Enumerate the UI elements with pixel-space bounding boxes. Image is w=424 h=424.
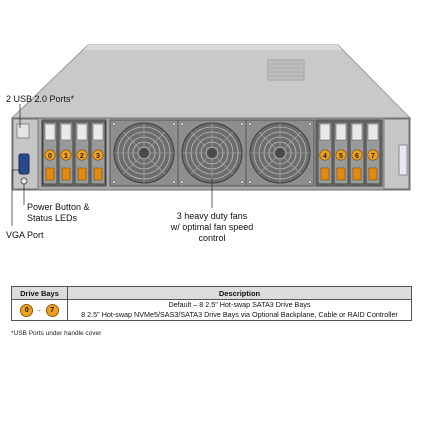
drive-release-latch[interactable] [76,123,88,141]
service-tag [398,144,408,176]
usb-footnote: *USB Ports under handle cover [11,330,102,337]
left-drive-bay[interactable]: 0 [42,121,58,185]
drive-bay-table: Drive Bays Description 0-7 Default – 8 2… [11,286,412,321]
description-line2: 8 2.5" Hot-swap NVMe5/SAS3/SATA3 Drive B… [81,310,398,319]
fans-callout: 3 heavy duty fans w/ optimal fan speed c… [162,211,262,244]
fans-callout-line3: control [198,233,226,243]
fan-hub [139,148,149,158]
bay-range-separator: - [38,305,41,315]
drive-bay-number-badge [335,149,347,161]
drive-bay-number-badge [92,149,104,161]
cooling-fan [245,119,315,187]
usb-callout: 2 USB 2.0 Ports* [6,94,75,104]
drive-bay-number: 5 [339,153,343,160]
fan-grille-spoke [143,152,166,175]
fan-mount-screw [172,122,176,126]
description-line1: Default – 8 2.5" Hot-swap SATA3 Drive Ba… [168,300,311,309]
fan-mount-screw [308,122,312,126]
drive-tray-handle[interactable] [368,167,378,181]
drive-bay-number: 1 [64,153,68,160]
bay-start-chip: 0 [20,303,34,317]
header-drive-bays: Drive Bays [11,286,68,300]
cooling-fan [177,119,247,187]
drive-release-latch[interactable] [335,123,347,141]
drive-bay-number: 3 [96,153,100,160]
drive-bay-number-badge [351,149,363,161]
drive-release-latch[interactable] [44,123,56,141]
drive-release-latch[interactable] [319,123,331,141]
fan-grille-spoke [122,152,145,175]
bay-end-chip: 7 [45,303,59,317]
vga-callout: VGA Port [6,230,44,240]
fan-mount-screw [240,180,244,184]
fan-mount-screw [112,180,116,184]
fan-hub [207,148,217,158]
fan-grille-spoke [211,152,234,175]
left-drive-bay[interactable]: 2 [74,121,90,185]
drive-bay-number: 7 [371,153,375,160]
fan-mount-screw [248,122,252,126]
power-callout-line1: Power Button & [27,202,90,212]
fan-grille-spoke [122,131,145,154]
fan-hub [275,148,285,158]
drive-tray-handle[interactable] [352,167,362,181]
power-button[interactable] [20,177,28,185]
drive-tray-handle[interactable] [93,167,103,181]
drive-release-latch[interactable] [60,123,72,141]
fan-mount-screw [112,122,116,126]
drive-tray-handle[interactable] [45,167,55,181]
left-drive-bay[interactable]: 3 [90,121,106,185]
cooling-fan [109,119,179,187]
drive-bay-number: 0 [48,153,52,160]
header-description: Description [67,286,412,300]
fan-grille-spoke [211,131,234,154]
power-callout-line2: Status LEDs [27,213,78,223]
drive-bay-number-badge [367,149,379,161]
drive-bay-number-badge [44,149,56,161]
drive-tray-handle[interactable] [336,167,346,181]
drive-bay-number: 6 [355,153,359,160]
table-row: 0-7 Default – 8 2.5" Hot-swap SATA3 Driv… [11,299,412,321]
right-drive-bay[interactable]: 7 [365,121,381,185]
drive-release-latch[interactable] [351,123,363,141]
drive-bay-number: 2 [80,153,84,160]
description-cell: Default – 8 2.5" Hot-swap SATA3 Drive Ba… [67,299,412,321]
fan-grille-spoke [143,131,166,154]
fan-grille-spoke [190,131,213,154]
fans-callout-line2: w/ optimal fan speed [170,222,254,232]
drive-bay-number: 4 [323,153,327,160]
chassis-top-lid [10,44,412,119]
drive-release-latch[interactable] [92,123,104,141]
drive-tray-handle[interactable] [77,167,87,181]
right-drive-bay[interactable]: 4 [317,121,333,185]
fan-grille-spoke [190,152,213,175]
drive-bay-range: 0-7 [11,299,68,321]
fan-mount-screw [308,180,312,184]
left-drive-bay[interactable]: 1 [58,121,74,185]
table-header-row: Drive Bays Description [11,286,412,300]
vga-port[interactable] [18,153,30,175]
right-drive-bay[interactable]: 5 [333,121,349,185]
drive-tray-handle[interactable] [61,167,71,181]
lid-vent-grille [267,59,305,81]
fan-mount-screw [180,122,184,126]
fan-mount-screw [172,180,176,184]
drive-bay-number-badge [60,149,72,161]
usb-port-cover[interactable] [16,123,30,139]
fan-mount-screw [248,180,252,184]
right-drive-bay[interactable]: 6 [349,121,365,185]
lid-rear-edge [84,45,342,50]
fans-callout-line1: 3 heavy duty fans [176,211,248,221]
server-front-illustration: 0 1 2 3 4 5 6 7 [10,44,412,226]
fan-mount-screw [180,180,184,184]
fan-mount-screw [240,122,244,126]
drive-bay-number-badge [319,149,331,161]
drive-tray-handle[interactable] [320,167,330,181]
drive-bay-number-badge [76,149,88,161]
drive-release-latch[interactable] [367,123,379,141]
